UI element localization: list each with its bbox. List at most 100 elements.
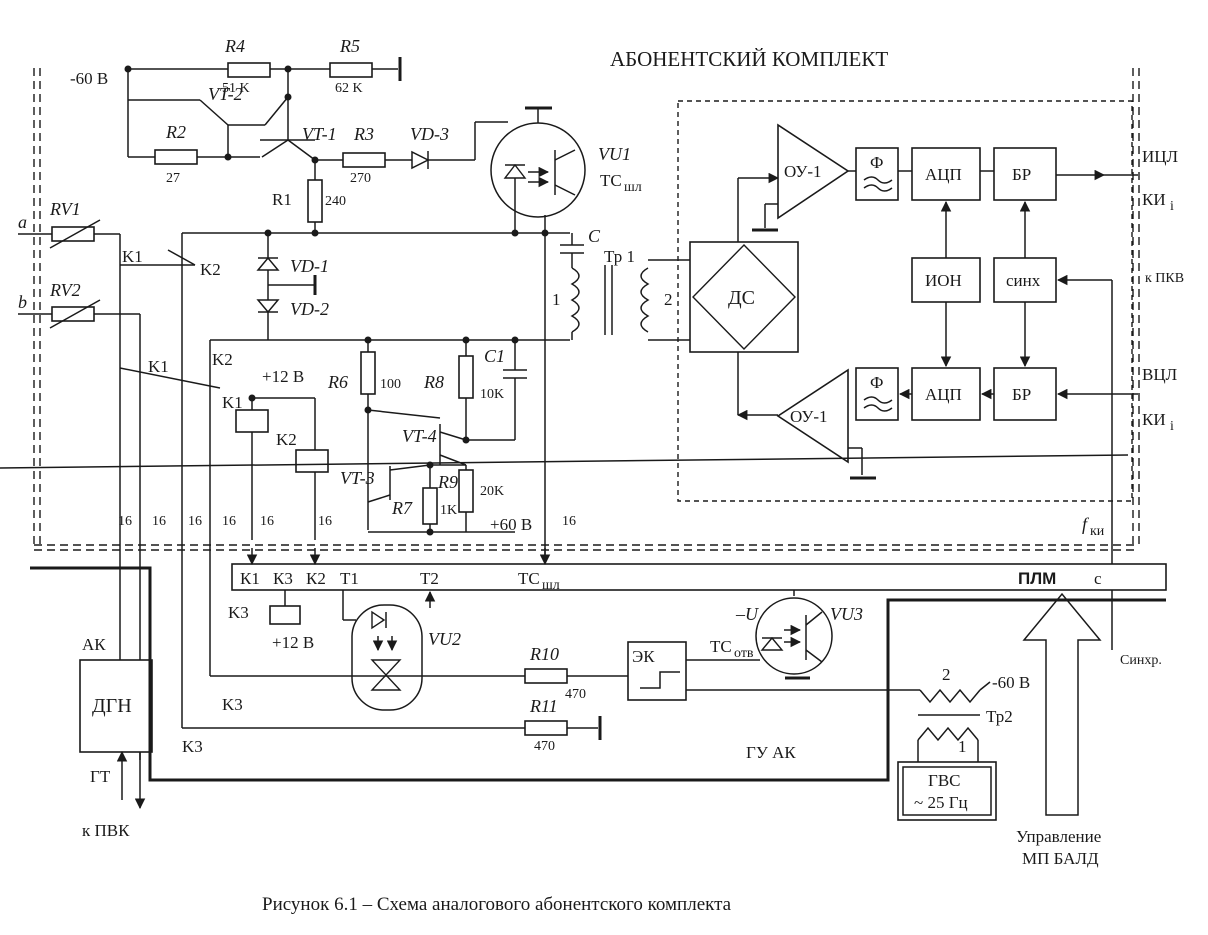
k1-contact-top: K1 [122, 247, 143, 266]
op-amp-top [777, 123, 850, 220]
subscriber-kit-border [33, 68, 1140, 551]
gt-label: ГТ [90, 767, 111, 786]
bus-pin-k3: К3 [273, 569, 293, 588]
k1-coil-label: K1 [222, 393, 243, 412]
bus-width-label: 16 [260, 514, 274, 529]
control-arrow [1022, 592, 1102, 816]
ki-top-sub: i [1170, 199, 1174, 214]
fki-label: f [1082, 514, 1090, 534]
minus60-tr-label: -60 В [992, 673, 1030, 692]
rv2-label: RV2 [49, 280, 81, 300]
op-amp-bottom [776, 368, 849, 464]
br-top [993, 147, 1057, 201]
gvs-block [897, 761, 997, 821]
k2-contact-top: K2 [200, 260, 221, 279]
k1-coil [235, 409, 269, 433]
ki-bottom-label: КИ [1142, 410, 1166, 429]
tr1-label: Тр 1 [604, 247, 635, 266]
r1-value: 240 [325, 194, 346, 209]
tr2-winding1: 1 [958, 737, 967, 756]
bus-width-label: 16 [118, 514, 132, 529]
bus-pin-k2: К2 [306, 569, 326, 588]
r4-label: R4 [224, 36, 245, 56]
filter-top [855, 147, 899, 201]
vu2-label: VU2 [428, 629, 461, 649]
r1-label: R1 [272, 190, 292, 209]
gvs-freq: ~ 25 Гц [914, 793, 968, 812]
k3-contact-1: K3 [222, 695, 243, 714]
r11-label: R11 [529, 696, 558, 716]
digital-section-border [677, 100, 1133, 502]
vt1-label: VT-1 [302, 124, 337, 144]
vu3-body [755, 597, 833, 675]
tc-otv-sub: отв [734, 646, 754, 661]
k-pvk-label: к ПВК [82, 821, 130, 840]
plus60-label: +60 В [490, 515, 532, 534]
c1-label: C1 [484, 346, 505, 366]
r7-value: 1K [440, 503, 457, 518]
r7-label: R7 [391, 498, 413, 518]
vu3-label: VU3 [830, 604, 863, 624]
bus-width-label: 16 [152, 514, 166, 529]
ek-label: ЭК [632, 647, 655, 666]
k3-coil-label: K3 [228, 603, 249, 622]
minus-u-label: –U [735, 604, 759, 624]
gu-ak-label: ГУ АК [746, 743, 796, 762]
icl-label: ИЦЛ [1142, 147, 1179, 166]
bus-width-label: 16 [222, 514, 236, 529]
bus-pin-k1: К1 [240, 569, 260, 588]
ak-label: АК [82, 635, 106, 654]
tr2-label: Тр2 [986, 707, 1013, 726]
vd1-label: VD-1 [290, 256, 329, 276]
vcl-label: ВЦЛ [1142, 365, 1178, 384]
adc-bottom-label: АЦП [925, 385, 962, 404]
bus-width-labels: 16 16 16 16 16 16 16 [118, 514, 576, 529]
dgn-label: ДГН [92, 695, 132, 717]
vd2-label: VD-2 [290, 299, 329, 319]
oa-bottom-label: ОУ-1 [790, 407, 828, 426]
filter-top-label: Ф [870, 153, 883, 172]
gvs-label: ГВС [928, 771, 961, 790]
bus-pin-t2: Т2 [420, 569, 439, 588]
vt2-label: VT-2 [208, 84, 243, 104]
bus-pin-tc-sub: шл [542, 578, 560, 593]
br-bottom [993, 367, 1057, 421]
filter-bottom [855, 367, 899, 421]
line-b-label: b [18, 292, 27, 312]
fki-sub: ки [1090, 524, 1105, 539]
ion-label: ИОН [925, 271, 962, 290]
sync-label: синх [1006, 271, 1041, 290]
r8-value: 10K [480, 387, 504, 402]
kpkv-label: к ПКВ [1145, 271, 1184, 286]
tr1-winding1: 1 [552, 290, 561, 309]
ki-bottom-sub: i [1170, 419, 1174, 434]
k2-contact-bottom: K2 [212, 350, 233, 369]
r8-label: R8 [423, 372, 444, 392]
vt4-label: VT-4 [402, 426, 437, 446]
ek-block [627, 641, 687, 701]
r10-value: 470 [565, 687, 586, 702]
k2-coil [295, 449, 329, 473]
adc-top-label: АЦП [925, 165, 962, 184]
bus-pin-t1: Т1 [340, 569, 359, 588]
r3-label: R3 [353, 124, 374, 144]
ki-top-label: КИ [1142, 190, 1166, 209]
filter-bottom-label: Ф [870, 373, 883, 392]
adc-bottom [911, 367, 981, 421]
r3-value: 270 [350, 171, 371, 186]
diff-system-block [689, 241, 799, 353]
vu1-signal: TC [600, 171, 622, 190]
bus-width-label: 16 [188, 514, 202, 529]
plm-bus [231, 563, 1167, 591]
vu2-body [351, 604, 423, 711]
k3-coil [269, 605, 301, 625]
plus12-top-label: +12 В [262, 367, 304, 386]
r9-value: 20K [480, 484, 504, 499]
r6-value: 100 [380, 377, 401, 392]
r2-label: R2 [165, 122, 186, 142]
k2-coil-label: K2 [276, 430, 297, 449]
r2-value: 27 [166, 171, 180, 186]
ds-label: ДС [728, 287, 755, 309]
figure-caption: Рисунок 6.1 – Схема аналогового абонентс… [262, 894, 732, 915]
